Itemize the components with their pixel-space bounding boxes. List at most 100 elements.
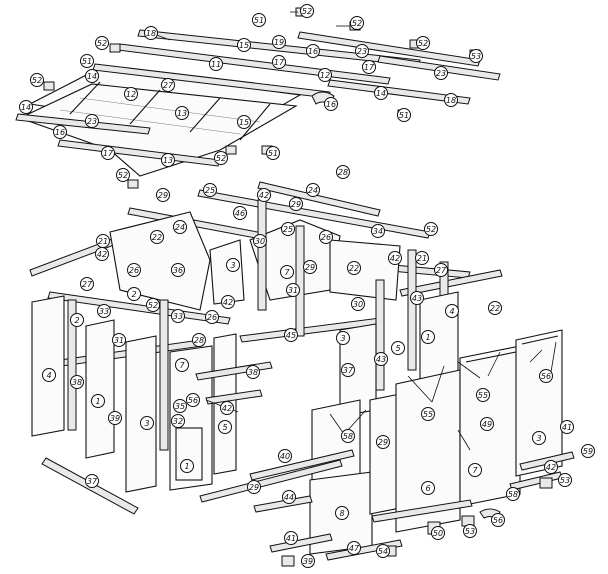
- callout-52: 52: [300, 4, 314, 18]
- callout-label: 38: [72, 378, 82, 387]
- callout-circle: [410, 291, 424, 305]
- callout-circle: [319, 230, 333, 244]
- callout-16: 16: [306, 44, 320, 58]
- callout-label: 51: [399, 111, 409, 120]
- callout-circle: [434, 66, 448, 80]
- callout-label: 42: [546, 463, 556, 472]
- callout-52: 52: [350, 16, 364, 30]
- callout-label: 29: [305, 263, 315, 272]
- callout-29: 29: [376, 435, 390, 449]
- callout-circle: [272, 55, 286, 69]
- callout-circle: [431, 526, 445, 540]
- callout-49: 49: [480, 417, 494, 431]
- callout-37: 37: [85, 474, 99, 488]
- callout-3: 3: [140, 416, 154, 430]
- callout-26: 26: [205, 310, 219, 324]
- callout-24: 24: [173, 220, 187, 234]
- callout-13: 13: [175, 106, 189, 120]
- callout-label: 33: [99, 307, 109, 316]
- callout-circle: [336, 331, 350, 345]
- callout-25: 25: [203, 183, 217, 197]
- callout-29: 29: [247, 480, 261, 494]
- callout-circle: [186, 393, 200, 407]
- callout-label: 13: [177, 109, 187, 118]
- callout-label: 5: [222, 423, 227, 432]
- callout-label: 44: [284, 493, 294, 502]
- callout-label: 40: [280, 452, 290, 461]
- callout-label: 52: [97, 39, 107, 48]
- callout-45: 45: [284, 328, 298, 342]
- callout-label: 56: [493, 516, 503, 525]
- callout-circle: [101, 146, 115, 160]
- callout-label: 39: [110, 414, 120, 423]
- callout-circle: [347, 261, 361, 275]
- callout-label: 14: [376, 89, 386, 98]
- callout-circle: [70, 313, 84, 327]
- callout-circle: [341, 363, 355, 377]
- callout-circle: [341, 429, 355, 443]
- callout-40: 40: [278, 449, 292, 463]
- callout-circle: [434, 263, 448, 277]
- callout-label: 56: [188, 396, 198, 405]
- callout-14: 14: [19, 100, 33, 114]
- callout-43: 43: [374, 352, 388, 366]
- callout-label: 17: [364, 63, 375, 72]
- callout-3: 3: [532, 431, 546, 445]
- callout-circle: [468, 463, 482, 477]
- callout-circle: [214, 151, 228, 165]
- callout-label: 41: [286, 534, 296, 543]
- callout-label: 46: [235, 209, 245, 218]
- callout-circle: [581, 444, 595, 458]
- callout-label: 29: [158, 191, 168, 200]
- callout-42: 42: [544, 460, 558, 474]
- callout-23: 23: [434, 66, 448, 80]
- callout-43: 43: [410, 291, 424, 305]
- callout-14: 14: [374, 86, 388, 100]
- callout-circle: [173, 399, 187, 413]
- callout-label: 41: [562, 423, 572, 432]
- callout-label: 17: [103, 149, 114, 158]
- callout-label: 38: [248, 368, 258, 377]
- callout-label: 53: [560, 476, 570, 485]
- callout-circle: [371, 224, 385, 238]
- callout-label: 55: [478, 391, 488, 400]
- callout-circle: [421, 407, 435, 421]
- callout-29: 29: [303, 260, 317, 274]
- callout-19: 19: [272, 35, 286, 49]
- callout-label: 16: [326, 100, 336, 109]
- callout-label: 22: [490, 304, 500, 313]
- callout-label: 37: [87, 477, 98, 486]
- callout-circle: [237, 115, 251, 129]
- callout-label: 15: [239, 118, 249, 127]
- callout-56: 56: [491, 513, 505, 527]
- callout-52: 52: [146, 298, 160, 312]
- callout-label: 52: [32, 76, 42, 85]
- callout-circle: [70, 375, 84, 389]
- callout-1: 1: [421, 330, 435, 344]
- callout-label: 25: [283, 225, 293, 234]
- callout-label: 58: [343, 432, 353, 441]
- callout-circle: [388, 251, 402, 265]
- callout-circle: [53, 125, 67, 139]
- callout-label: 24: [175, 223, 185, 232]
- callout-18: 18: [144, 26, 158, 40]
- callout-label: 22: [152, 233, 162, 242]
- callout-circle: [336, 165, 350, 179]
- callout-53: 53: [463, 524, 477, 538]
- callout-21: 21: [96, 234, 110, 248]
- callout-label: 29: [291, 200, 301, 209]
- callout-circle: [491, 513, 505, 527]
- callout-circle: [284, 531, 298, 545]
- callout-34: 34: [371, 224, 385, 238]
- callout-circle: [171, 309, 185, 323]
- callout-51: 51: [266, 146, 280, 160]
- callout-circle: [203, 183, 217, 197]
- callout-label: 54: [378, 547, 388, 556]
- callout-52: 52: [95, 36, 109, 50]
- callout-circle: [300, 4, 314, 18]
- callout-circle: [205, 310, 219, 324]
- callout-label: 39: [303, 557, 313, 566]
- callout-31: 31: [286, 283, 300, 297]
- callout-circle: [350, 16, 364, 30]
